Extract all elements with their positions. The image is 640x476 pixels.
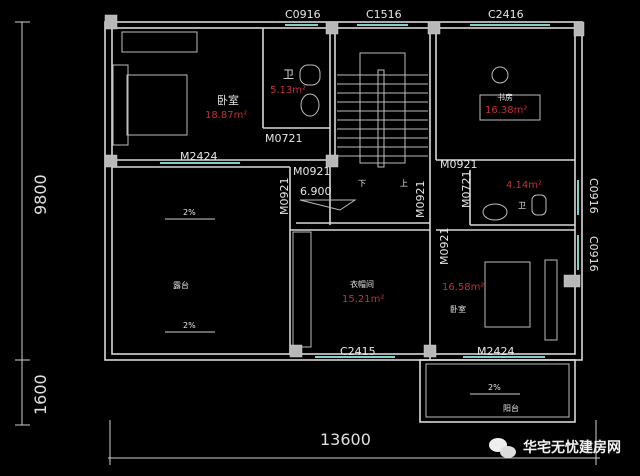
- svg-text:15.21m²: 15.21m²: [342, 294, 384, 305]
- slope-label: 2%: [488, 383, 501, 392]
- svg-text:M0921: M0921: [278, 178, 291, 216]
- svg-text:C2415: C2415: [340, 345, 376, 358]
- svg-text:书房: 书房: [497, 92, 513, 102]
- svg-text:M2424: M2424: [477, 345, 515, 358]
- svg-text:卫: 卫: [518, 201, 526, 210]
- svg-text:M0721: M0721: [265, 132, 303, 145]
- walls: [104, 21, 583, 423]
- width-dimension: 13600: [320, 430, 371, 449]
- svg-text:衣帽间: 衣帽间: [350, 279, 374, 289]
- room-balcony: 2% 阳台: [470, 383, 520, 413]
- svg-text:16.58m²: 16.58m²: [442, 282, 484, 293]
- svg-text:卧室: 卧室: [217, 93, 239, 107]
- svg-text:M0921: M0921: [414, 181, 427, 219]
- furniture: [112, 31, 558, 348]
- room-bedroom-2: 16.58m² 卧室: [442, 282, 484, 314]
- room-bath-2: 卫 4.14m²: [506, 180, 542, 210]
- svg-text:C1516: C1516: [366, 8, 402, 21]
- room-study: 书房 16.38m²: [485, 92, 527, 116]
- watermark: 华宅无忧建房网: [489, 438, 621, 458]
- depth-dimension: 9800: [31, 174, 50, 215]
- room-closet: 衣帽间 15.21m²: [342, 279, 384, 305]
- columns: [104, 14, 585, 358]
- svg-text:C0916: C0916: [587, 236, 600, 272]
- slope-label: 2%: [183, 321, 196, 330]
- svg-text:C0916: C0916: [285, 8, 321, 21]
- svg-text:4.14m²: 4.14m²: [506, 180, 542, 191]
- svg-text:卫: 卫: [283, 68, 294, 81]
- svg-text:M0921: M0921: [438, 228, 451, 266]
- staircase[interactable]: 下 上 6.900: [299, 52, 428, 211]
- slope-label: 2%: [183, 208, 196, 217]
- svg-text:16.38m²: 16.38m²: [485, 105, 527, 116]
- svg-text:M0921: M0921: [293, 165, 331, 178]
- stair-up-label: 上: [400, 179, 408, 188]
- svg-text:C0916: C0916: [587, 178, 600, 214]
- opening-codes: C0916 C1516 C2416 M0721 M2424 M0921 M092…: [180, 8, 600, 358]
- wechat-icon: [489, 438, 516, 458]
- svg-text:5.13m²: 5.13m²: [270, 85, 306, 96]
- windows: [160, 24, 579, 358]
- room-terrace: 露台 2% 2%: [165, 208, 215, 333]
- balcony-depth-dimension: 1600: [31, 374, 50, 415]
- svg-text:露台: 露台: [173, 280, 189, 290]
- svg-text:卧室: 卧室: [450, 304, 466, 314]
- svg-text:C2416: C2416: [488, 8, 524, 21]
- stair-down-label: 下: [358, 179, 366, 188]
- floor-level: 6.900: [300, 185, 332, 198]
- dimension-lines: [15, 21, 600, 465]
- svg-text:M0921: M0921: [440, 158, 478, 171]
- room-bath-1: 卫 5.13m²: [270, 68, 306, 96]
- svg-text:华宅无忧建房网: 华宅无忧建房网: [523, 439, 621, 456]
- room-bedroom-1: 卧室 18.87m²: [205, 93, 247, 121]
- svg-text:M2424: M2424: [180, 150, 218, 163]
- svg-text:18.87m²: 18.87m²: [205, 110, 247, 121]
- svg-text:阳台: 阳台: [503, 403, 519, 413]
- svg-text:M0721: M0721: [460, 171, 473, 209]
